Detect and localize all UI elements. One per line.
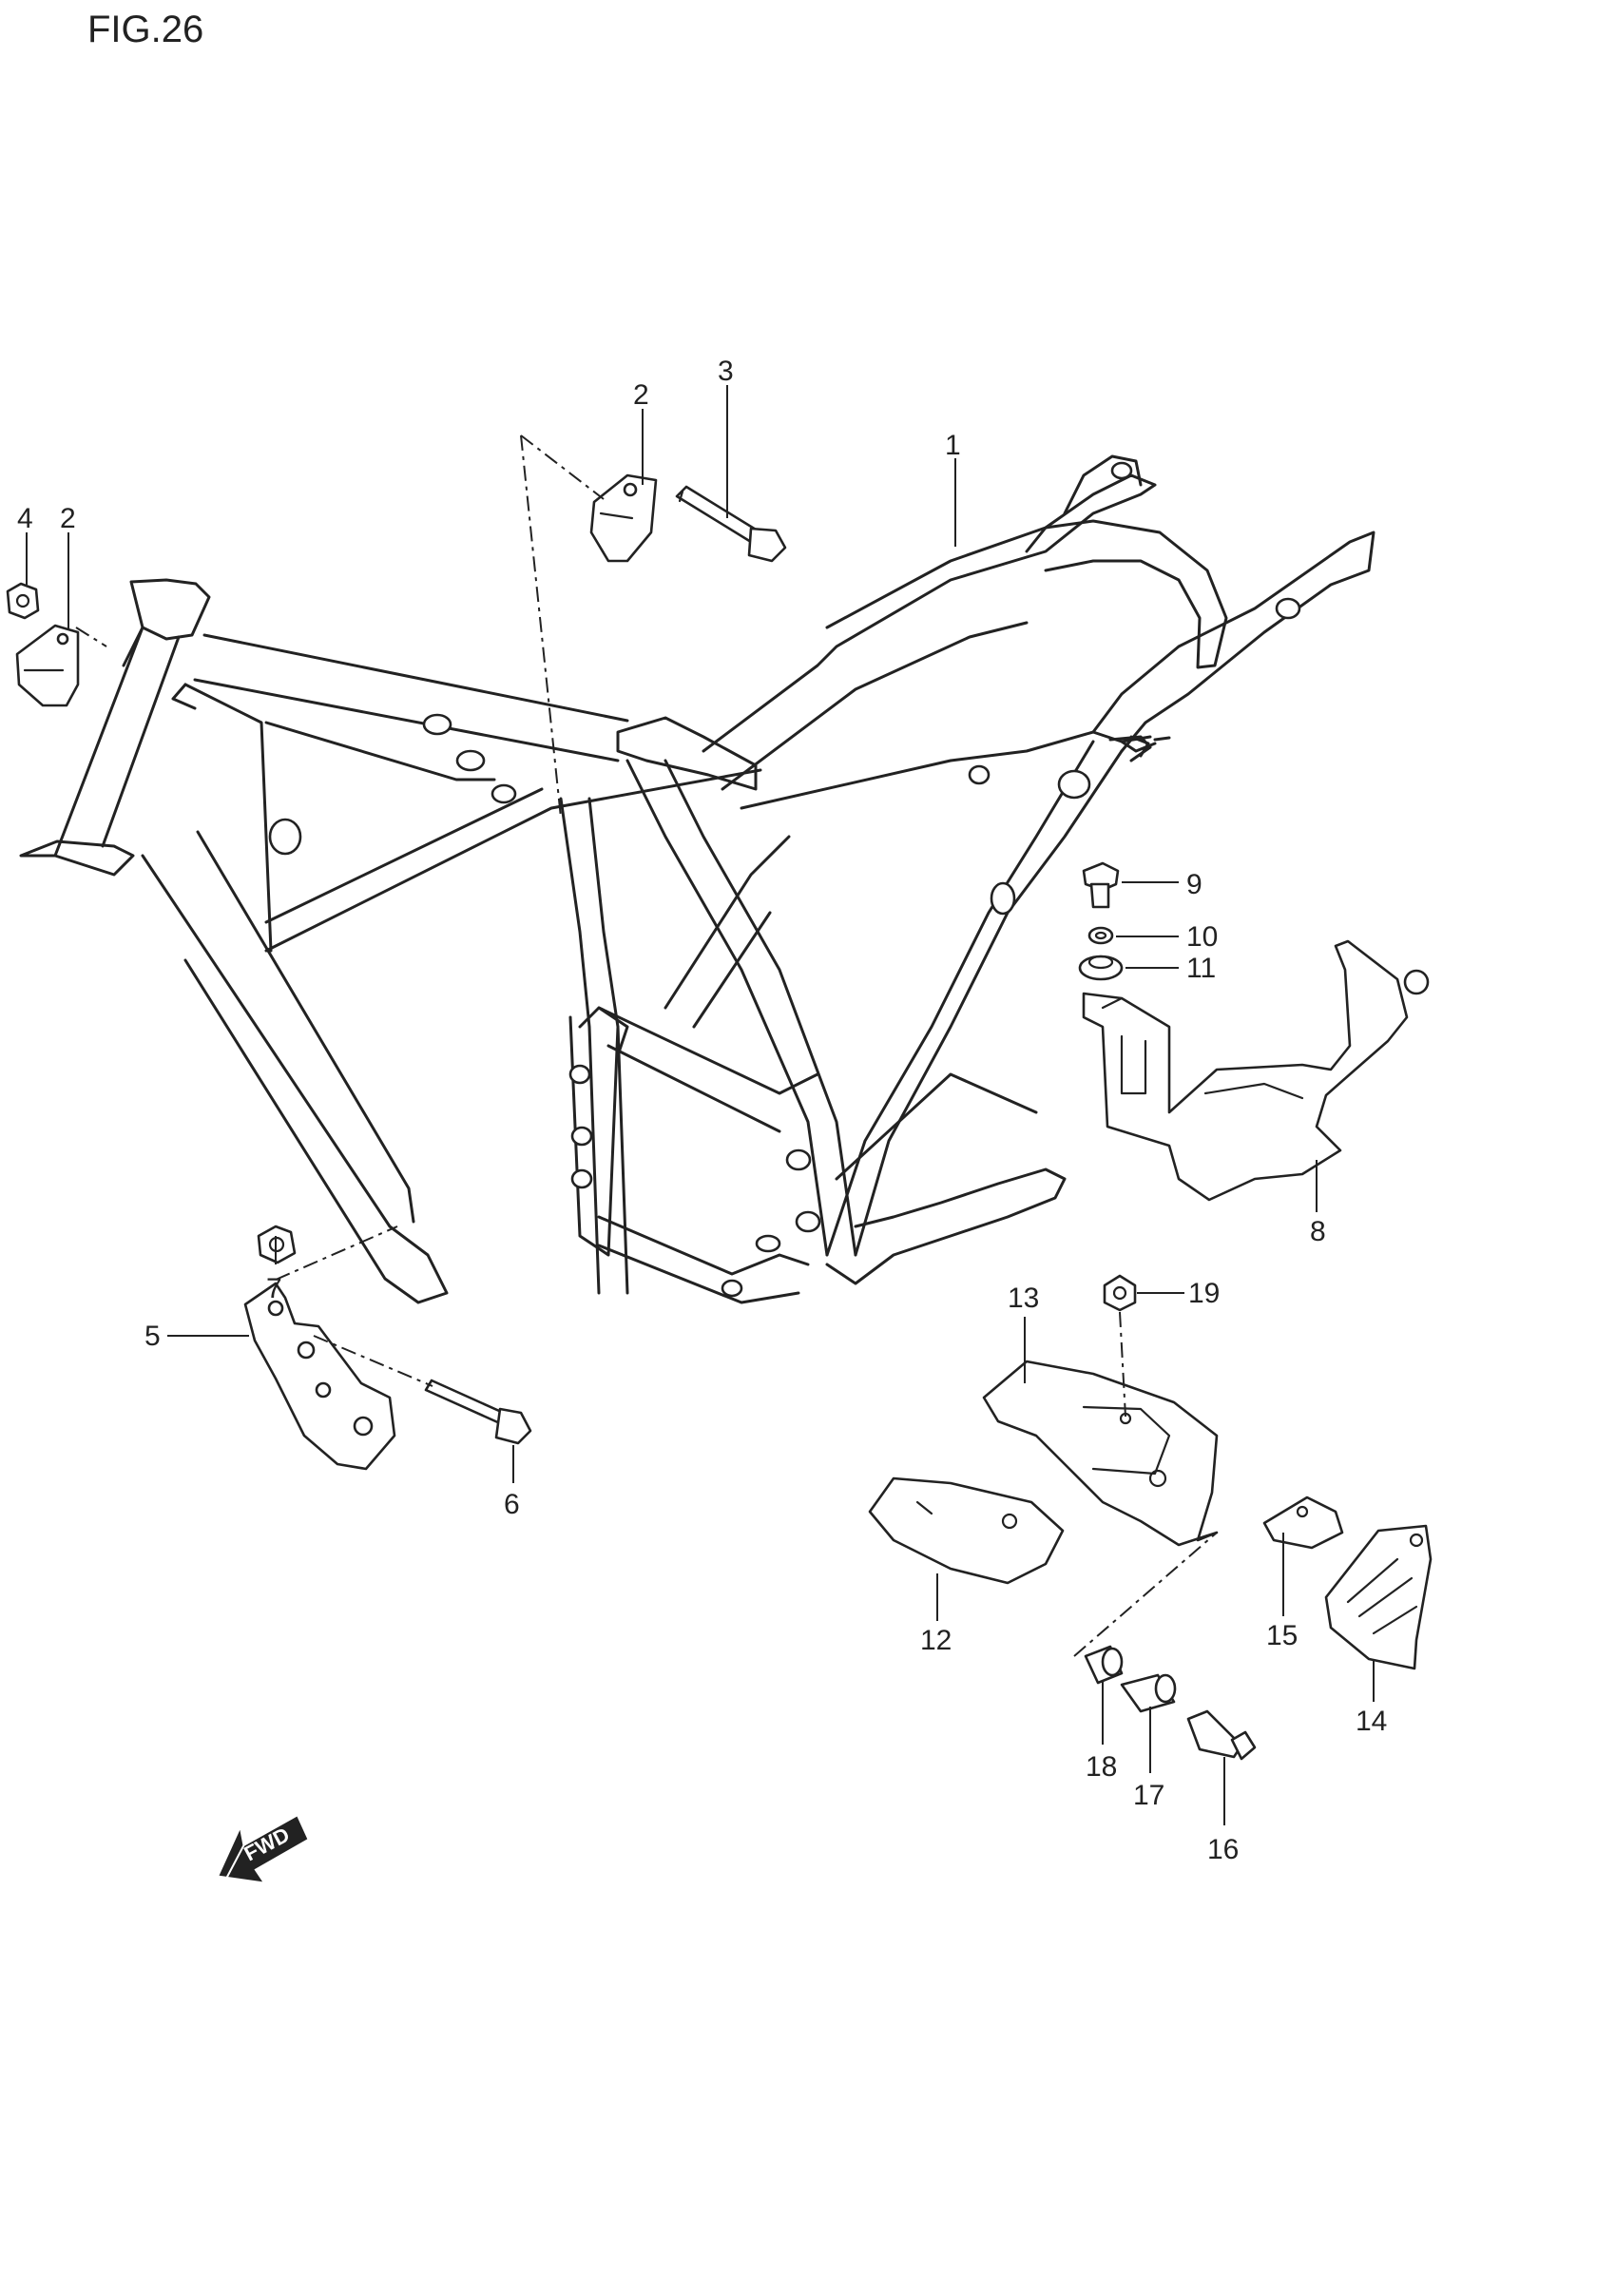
part-2-plate-left — [15, 624, 80, 707]
part-2-plate-upper — [589, 473, 658, 563]
callout-2-upper: 2 — [633, 379, 649, 411]
part-5-bracket — [243, 1282, 396, 1471]
callout-1: 1 — [945, 430, 961, 461]
fwd-arrow-icon: FWD — [219, 1816, 308, 1882]
assembly-lines — [75, 434, 1218, 1657]
callout-9: 9 — [1186, 869, 1202, 900]
callout-19: 19 — [1188, 1278, 1220, 1309]
callout-6: 6 — [504, 1489, 520, 1520]
callout-labels: 1 2 2 3 4 5 6 7 8 9 10 11 12 13 14 15 16… — [17, 356, 1387, 1865]
callout-8: 8 — [1310, 1216, 1326, 1247]
callout-13: 13 — [1008, 1283, 1039, 1314]
callout-15: 15 — [1266, 1620, 1298, 1651]
part-19-nut — [1103, 1274, 1137, 1312]
part-10-washer — [1087, 926, 1114, 945]
part-1-frame — [19, 454, 1376, 1304]
callout-10: 10 — [1186, 921, 1218, 953]
part-14-step — [1324, 1524, 1433, 1670]
part-15-bracket — [1262, 1495, 1344, 1550]
figure-title: FIG.26 — [87, 9, 203, 50]
callout-18: 18 — [1086, 1751, 1117, 1783]
part-8-bracket — [1082, 939, 1430, 1202]
part-3-bolt — [675, 485, 787, 563]
part-11-grommet — [1078, 955, 1124, 981]
part-17-collar — [1120, 1673, 1177, 1713]
callout-17: 17 — [1133, 1780, 1164, 1811]
callout-16: 16 — [1207, 1834, 1239, 1865]
callout-14: 14 — [1356, 1706, 1387, 1737]
part-18-bushing — [1084, 1645, 1124, 1685]
part-4-nut — [6, 582, 40, 620]
part-6-bolt — [424, 1379, 532, 1445]
callout-3: 3 — [718, 356, 734, 387]
part-9-bolt — [1082, 861, 1120, 909]
callout-12: 12 — [920, 1625, 952, 1656]
callout-11: 11 — [1186, 953, 1216, 984]
callout-4: 4 — [17, 503, 33, 534]
part-16-bolt — [1186, 1709, 1257, 1761]
callout-5: 5 — [144, 1321, 161, 1352]
part-12-cover — [868, 1476, 1065, 1585]
callout-2-left: 2 — [60, 503, 76, 534]
leader-lines — [26, 385, 1375, 1825]
callout-7: 7 — [266, 1273, 282, 1304]
